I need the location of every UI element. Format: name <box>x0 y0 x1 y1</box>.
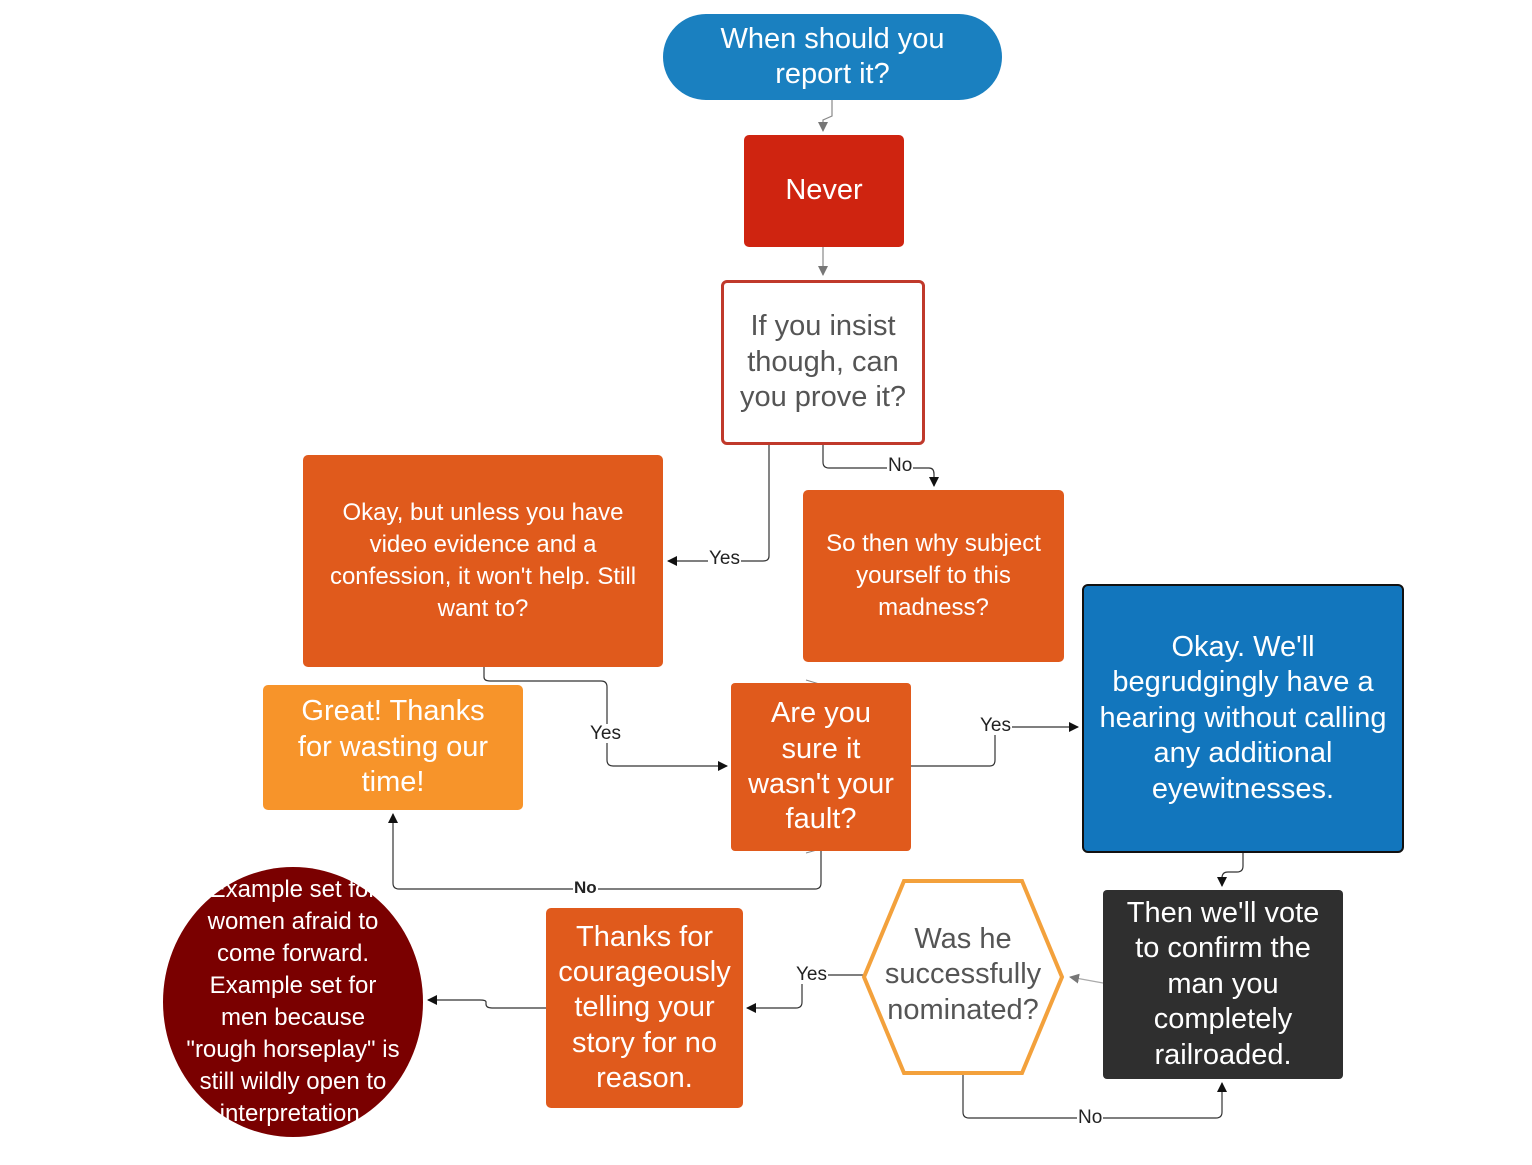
edge-start-to-never <box>818 100 833 132</box>
edge-label-prove-yes: Yes <box>708 548 741 569</box>
never-node-text: Never <box>785 174 863 207</box>
never-node: Never <box>744 135 904 247</box>
thanks-text: Thanks for courageously telling your sto… <box>558 920 731 1095</box>
hearing-text: Okay. We'll begrudgingly have a hearing … <box>1099 631 1387 805</box>
example-node: Example set for women afraid to come for… <box>163 867 423 1137</box>
edge-label-fault-yes: Yes <box>979 715 1012 736</box>
edge-label-nominated-yes: Yes <box>795 964 828 985</box>
start-node: When should you report it? <box>663 14 1002 100</box>
confirm-text: Then we'll vote to confirm the man you c… <box>1126 897 1320 1071</box>
madness-text: So then why subject yourself to this mad… <box>826 530 1041 621</box>
nominated-question-text: Was he successfully nominated? <box>884 922 1042 1026</box>
edge-prove-to-madness <box>822 445 939 487</box>
edge-fault-to-great <box>388 813 822 890</box>
edge-label-fault-no: No <box>573 878 598 897</box>
hearing-node: Okay. We'll begrudgingly have a hearing … <box>1082 584 1404 853</box>
edge-confirm-to-nominated <box>1069 973 1104 984</box>
edge-hearing-to-confirm <box>1217 853 1244 887</box>
edge-label-video-yes: Yes <box>589 723 622 744</box>
madness-node: So then why subject yourself to this mad… <box>803 490 1064 662</box>
edge-video-to-fault <box>483 667 728 771</box>
video-evidence-node: Okay, but unless you have video evidence… <box>303 455 663 667</box>
thanks-node: Thanks for courageously telling your sto… <box>546 908 743 1108</box>
great-text: Great! Thanks for wasting our time! <box>297 695 489 799</box>
confirm-node: Then we'll vote to confirm the man you c… <box>1103 890 1343 1079</box>
fault-question-text: Are you sure it wasn't your fault? <box>748 697 894 836</box>
nominated-question-node: Was he successfully nominated? <box>870 900 1056 1050</box>
example-text: Example set for women afraid to come for… <box>186 876 400 1127</box>
prove-question-text: If you insist though, can you prove it? <box>739 310 907 414</box>
start-node-text: When should you report it? <box>720 22 945 90</box>
edge-label-prove-no: No <box>887 455 914 476</box>
prove-question-node: If you insist though, can you prove it? <box>721 280 925 445</box>
edge-label-nominated-no: No <box>1077 1107 1104 1128</box>
nominated-hexagon <box>861 879 1065 1075</box>
edge-thanks-to-example <box>427 995 546 1009</box>
fault-question-node: Are you sure it wasn't your fault? <box>731 683 911 851</box>
great-node: Great! Thanks for wasting our time! <box>263 685 523 810</box>
edge-prove-to-video <box>667 445 770 566</box>
video-evidence-text: Okay, but unless you have video evidence… <box>329 499 637 622</box>
